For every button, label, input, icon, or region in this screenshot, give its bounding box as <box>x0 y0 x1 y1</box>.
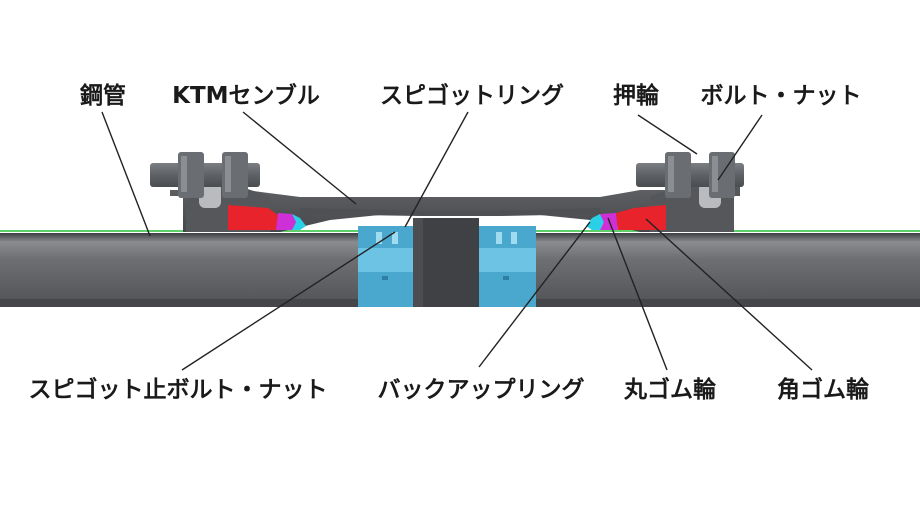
label-round-rubber-ring: 丸ゴム輪 <box>624 377 716 403</box>
leader-bolt-nut <box>717 114 763 181</box>
backup-ring-right-band <box>479 248 536 272</box>
nut-right-2-shine <box>712 156 718 192</box>
label-spigot-stop-bolt-nut: スピゴット止ボルト・ナット <box>28 377 328 403</box>
backup-slot-4 <box>511 232 517 244</box>
ktm-sleeve-inner-lip <box>300 208 600 216</box>
label-steel-pipe: 鋼管 <box>80 83 126 109</box>
backup-slot-2 <box>392 232 398 244</box>
leader-ktm-assembly <box>242 111 357 205</box>
cyan-ring-right <box>586 214 604 230</box>
backup-mark-2 <box>503 276 509 280</box>
square-rubber-ring-left <box>228 205 278 230</box>
leader-steel-pipe <box>101 111 151 237</box>
leader-spigot-stop-bolt-nut <box>181 231 396 371</box>
square-rubber-ring-right <box>616 205 666 230</box>
leader-spigot-ring <box>404 111 469 228</box>
nut-left-2-shine <box>225 156 231 192</box>
label-square-rubber-ring: 角ゴム輪 <box>777 377 869 403</box>
leader-gland <box>637 114 698 155</box>
leader-round-rubber-ring <box>607 217 668 371</box>
center-stop-block-shade <box>413 218 423 307</box>
round-rubber-ring-left <box>276 213 296 230</box>
rubber-rings-right <box>586 205 666 230</box>
leader-square-rubber-ring <box>645 218 813 371</box>
nut-left-1-shine <box>181 156 187 192</box>
backup-ring-left-band <box>358 248 413 272</box>
gland-left-window <box>199 182 221 208</box>
backup-slot-3 <box>496 232 502 244</box>
center-stop-block <box>413 218 479 307</box>
backup-mark-1 <box>382 276 388 280</box>
backup-slot-1 <box>376 232 382 244</box>
label-bolt-nut: ボルト・ナット <box>700 83 862 109</box>
label-spigot-ring: スピゴットリング <box>380 83 564 109</box>
leader-lines <box>101 111 813 371</box>
nut-right-1-shine <box>668 156 674 192</box>
rubber-rings-left <box>228 205 306 230</box>
backup-ring-group <box>358 226 536 307</box>
label-ktm-assembly: KTMセンブル <box>172 83 320 109</box>
leader-backup-ring <box>478 221 591 368</box>
label-backup-ring: バックアップリング <box>377 377 585 403</box>
bolt-nut-left <box>150 152 260 198</box>
label-gland: 押輪 <box>613 83 659 109</box>
cyan-ring-left <box>292 214 306 230</box>
